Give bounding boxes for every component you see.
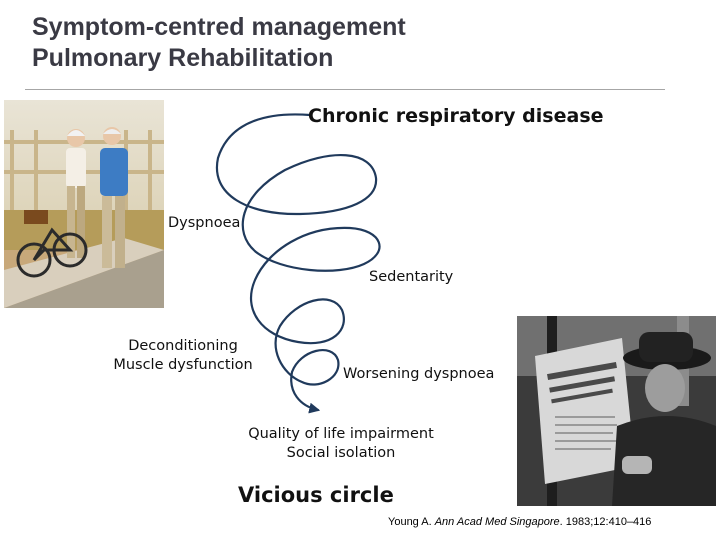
title-divider — [25, 89, 665, 90]
social-isolation-line: Social isolation — [286, 445, 396, 461]
stage-sedentarity: Sedentarity — [369, 269, 454, 285]
couple-photo-illustration — [4, 100, 164, 308]
citation-journal: Ann Acad Med Singapore — [434, 516, 560, 528]
stage-deconditioning: Deconditioning Muscle dysfunction — [103, 337, 263, 375]
stage-worsening-dyspnoea: Worsening dyspnoea — [343, 366, 495, 382]
couple-photo — [4, 100, 164, 308]
muscle-dysfunction-line: Muscle dysfunction — [113, 357, 253, 373]
citation: Young A. Ann Acad Med Singapore. 1983;12… — [388, 516, 651, 528]
qol-line: Quality of life impairment — [248, 426, 434, 442]
citation-author: Young A. — [388, 516, 432, 528]
spiral-path — [215, 113, 381, 414]
start-label: Chronic respiratory disease — [308, 105, 604, 127]
title-line-1: Symptom-centred management — [32, 13, 406, 41]
deconditioning-line: Deconditioning — [128, 338, 238, 354]
citation-details: . 1983;12:410–416 — [559, 516, 652, 528]
title-line-2: Pulmonary Rehabilitation — [32, 44, 334, 72]
slide-title: Symptom-centred management Pulmonary Reh… — [32, 12, 406, 74]
vicious-circle-label: Vicious circle — [238, 483, 394, 507]
stage-quality-of-life: Quality of life impairment Social isolat… — [236, 425, 446, 463]
newspaper-reader-illustration — [517, 316, 716, 506]
newspaper-reader-photo — [517, 316, 716, 506]
stage-dyspnoea: Dyspnoea — [168, 215, 241, 231]
